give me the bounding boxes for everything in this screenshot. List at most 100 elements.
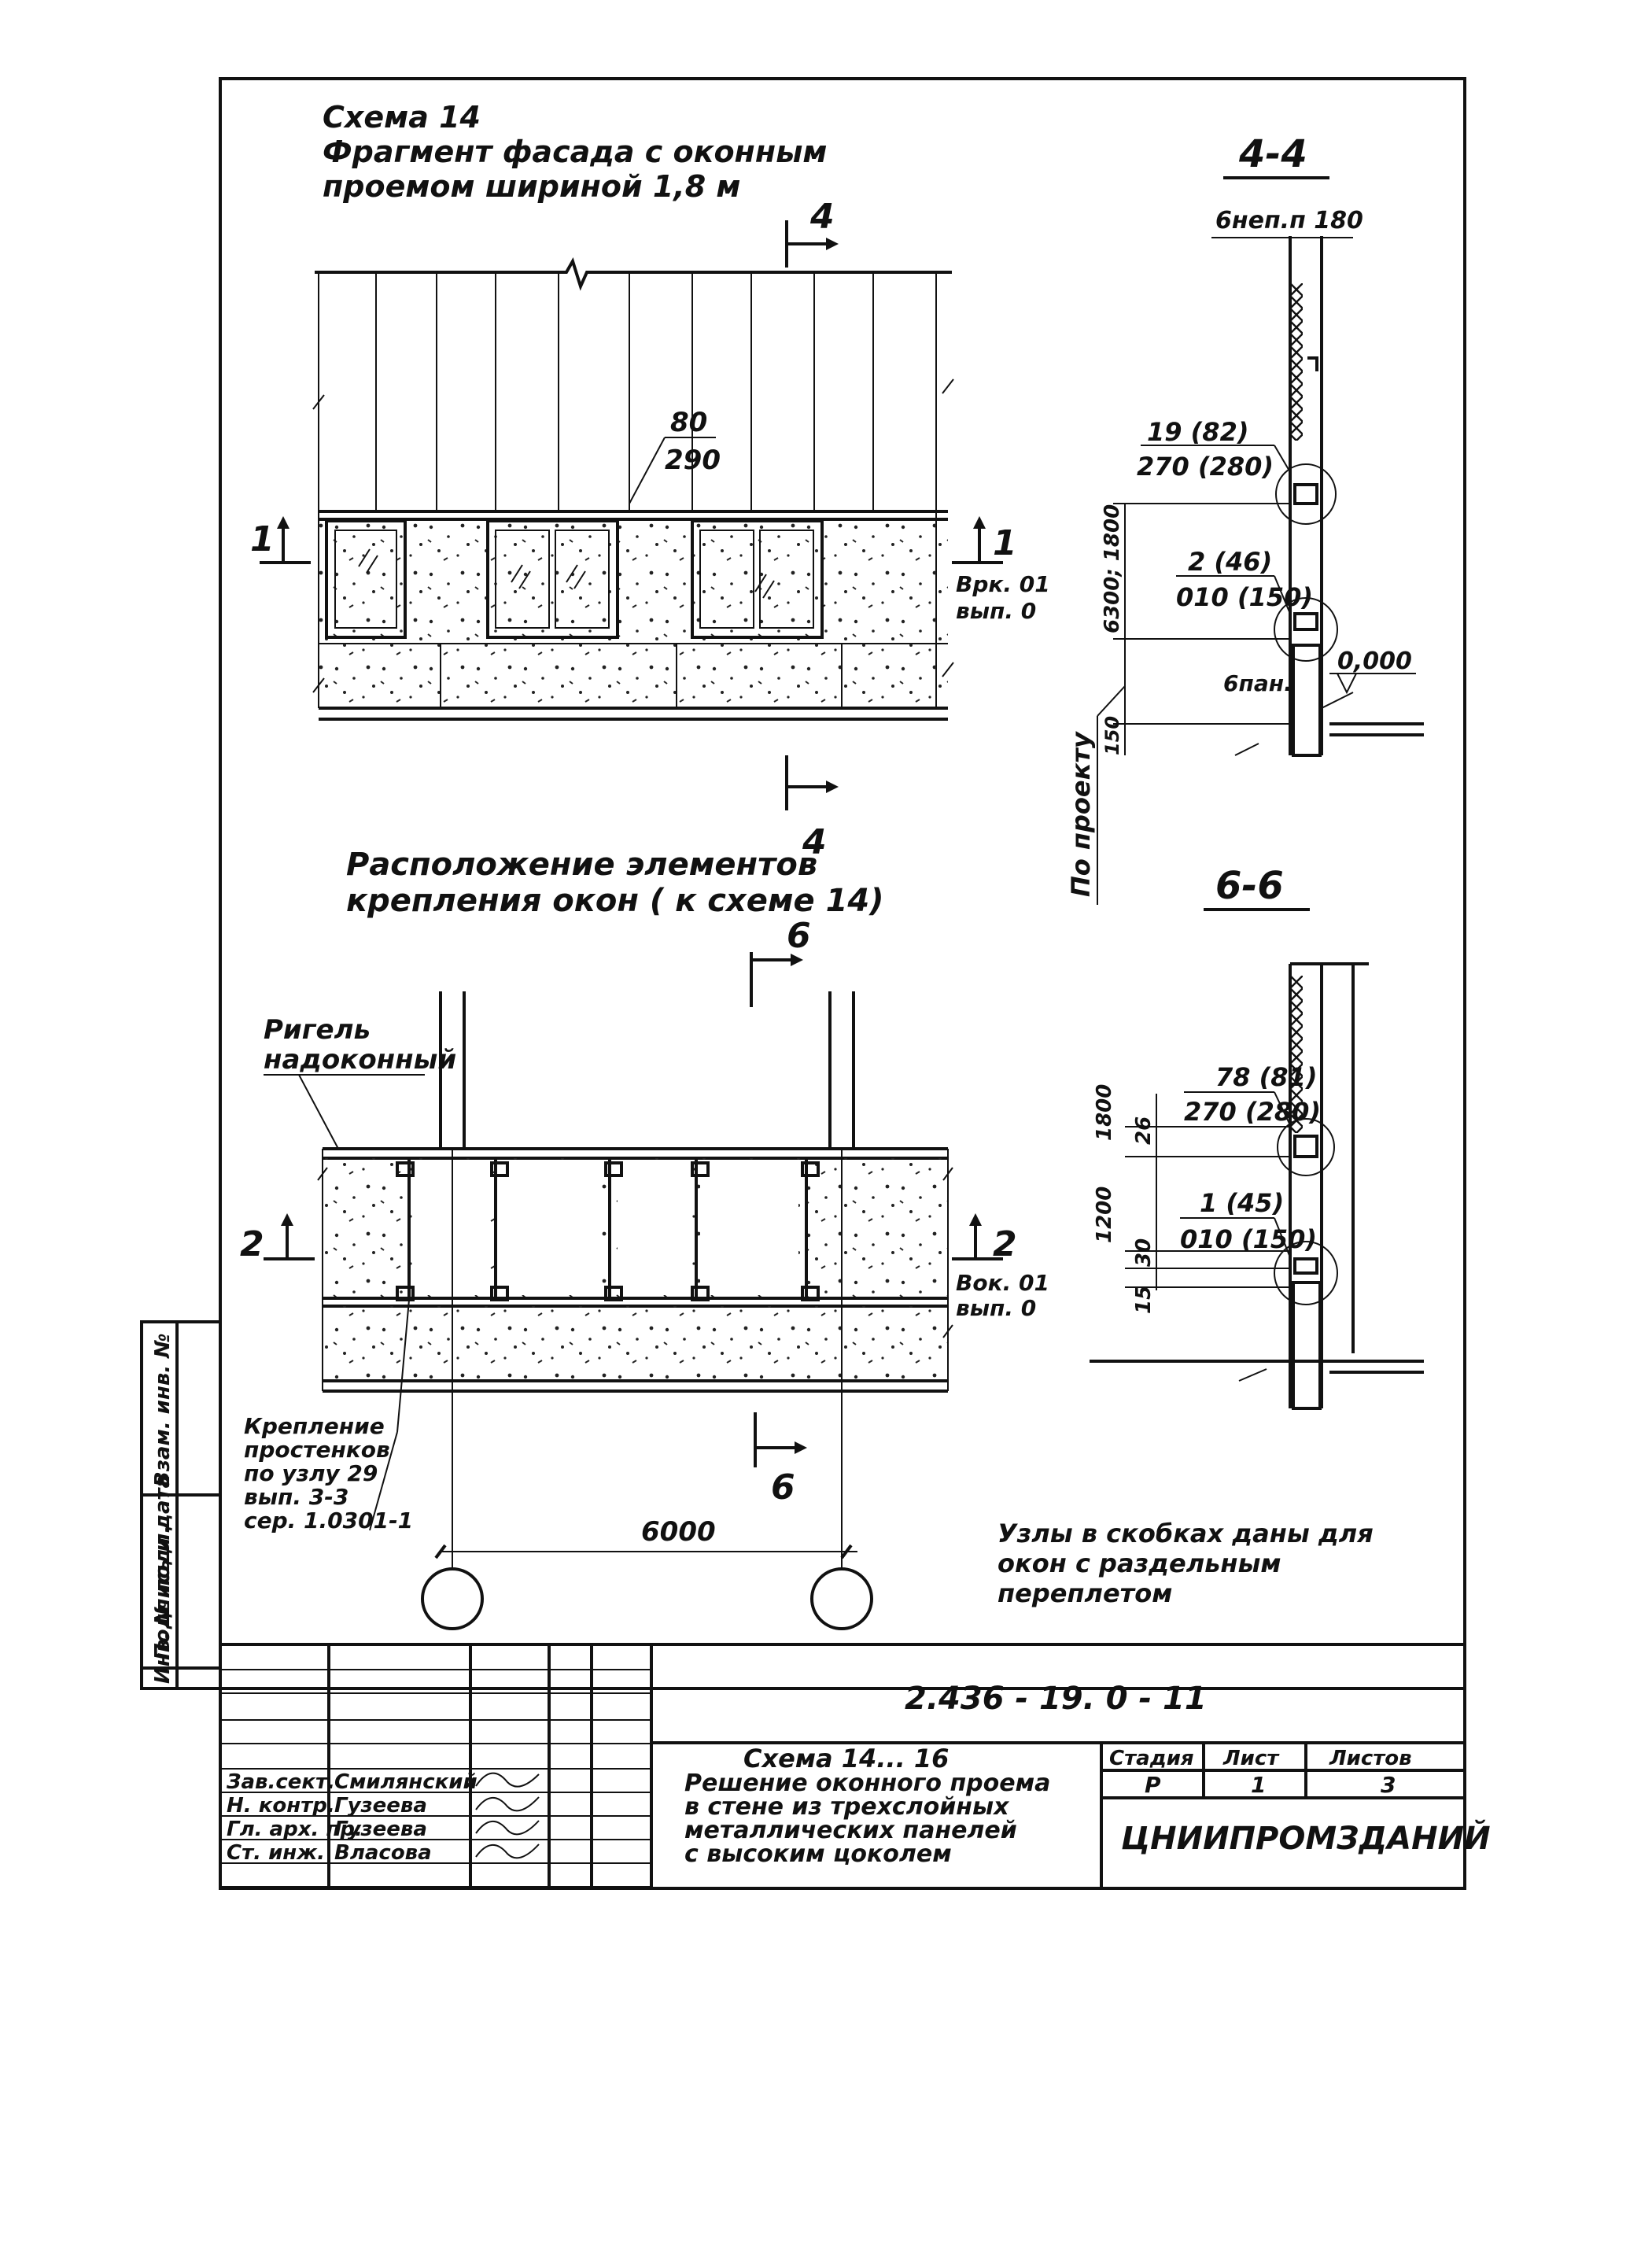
cut-6-bottom-label: 6 (771, 1467, 795, 1508)
stage-header: Стадия (1109, 1747, 1194, 1770)
stage-value: Р (1145, 1772, 1161, 1798)
cut-1-left-label: 1 (250, 519, 275, 559)
staff-name-3: Гузеева (334, 1818, 427, 1841)
s6-dim-a: 1800 (1093, 1084, 1116, 1141)
sheets-header: Листов (1329, 1747, 1412, 1770)
cut-1-right-marker: 1 (952, 516, 1017, 564)
axis-bubble-left (421, 1567, 484, 1630)
s4-node2-bottom: 010 (150) (1176, 582, 1313, 612)
staff-name-4: Власова (334, 1841, 432, 1865)
fastening-line-2: простенков (244, 1437, 390, 1463)
s6-node2-top: 1 (45) (1200, 1188, 1284, 1218)
layout-note-line1: Вок. 01 (956, 1270, 1049, 1296)
s4-node1-top: 19 (82) (1147, 417, 1248, 447)
s4-dim-small: 150 (1101, 716, 1123, 755)
section-4-4-top-note: 6неп.п 180 (1215, 207, 1363, 234)
staff-row-1: Зав.сект. Смилянский (226, 1770, 540, 1794)
s4-node1-bottom: 270 (280) (1137, 452, 1274, 482)
cut-4-bottom-marker: 4 (785, 755, 839, 862)
facade-window-3 (691, 519, 824, 639)
section-6-6-title: 6-6 (1215, 864, 1284, 908)
s6-dim-b: 26 (1132, 1116, 1156, 1145)
panel-mark-bottom: 290 (665, 445, 721, 476)
staff-role-1: Зав.сект. (226, 1770, 335, 1794)
sheet-frame (219, 77, 1466, 1690)
cut-2-right-label: 2 (993, 1224, 1017, 1264)
section-4-4: 4-4 6неп.п 180 19 (82) 270 (280) 2 (46) … (1066, 132, 1424, 905)
s6-node1-top: 78 (81) (1215, 1062, 1317, 1092)
title-line-1: Схема 14... 16 (743, 1744, 949, 1773)
footnote-line-1: Узлы в скобках даны для (997, 1519, 1374, 1548)
organization: ЦНИИПРОМЗДАНИЙ (1121, 1819, 1491, 1857)
staff-name-1: Смилянский (334, 1770, 478, 1794)
doc-code: 2.436 - 19. 0 - 11 (905, 1681, 1207, 1717)
layout-note-line2: вып. 0 (956, 1295, 1036, 1321)
facade-elevation: 4 4 80 290 1 1 Врк. 01 вып. (250, 197, 1050, 862)
scheme-title-line3: проемом шириной 1,8 м (323, 169, 740, 204)
sheet-value: 1 (1251, 1772, 1266, 1798)
staff-role-4: Ст. инж. (227, 1841, 325, 1865)
cut-4-bottom-label: 4 (802, 822, 827, 862)
footnote-line-2: окон с раздельным (997, 1548, 1281, 1578)
staff-row-4: Ст. инж. Власова (227, 1841, 540, 1865)
span-dimension-label: 6000 (641, 1516, 716, 1548)
s4-node2-top: 2 (46) (1188, 547, 1272, 577)
riegel-label-line1: Ригель (264, 1014, 371, 1046)
cut-1-right-label: 1 (993, 523, 1017, 563)
window-fastening-layout: 6 Ригель надоконный (240, 916, 1049, 1630)
sheet-header: Лист (1222, 1747, 1280, 1770)
axis-bubble-right (810, 1567, 873, 1630)
layout-title-line1: Расположение элементов (346, 847, 817, 883)
span-dimension: 6000 (421, 1448, 873, 1630)
title-block-body: 2.436 - 19. 0 - 11 Схема 14... 16 Решени… (219, 1643, 1491, 1890)
title-line-5: с высоким цоколем (684, 1840, 952, 1868)
facade-window-1 (325, 519, 407, 639)
title-line-3: в стене из трехслойных (684, 1793, 1010, 1821)
fastening-line-5: сер. 1.0301-1 (244, 1508, 413, 1533)
panel-mark-top: 80 (670, 407, 707, 438)
stamp-replaced-inv: Взам. инв. № (151, 1334, 175, 1488)
cut-2-left-label: 2 (240, 1224, 264, 1264)
cut-4-top-label: 4 (809, 197, 835, 237)
s6-node1-bottom: 270 (280) (1184, 1097, 1321, 1127)
scheme-title-line2: Фрагмент фасада с оконным (323, 135, 828, 169)
layout-title: Расположение элементов крепления окон ( … (346, 847, 884, 919)
s6-dim-d: 30 (1132, 1238, 1156, 1267)
footnote-line-3: переплетом (997, 1578, 1172, 1608)
cut-2-right-marker: 2 (952, 1213, 1017, 1264)
title-line-2: Решение оконного проема (684, 1770, 1050, 1797)
facade-note-line2: вып. 0 (956, 598, 1036, 624)
facade-note-line1: Врк. 01 (956, 571, 1050, 597)
s4-by-project: По проекту (1066, 731, 1096, 897)
cut-6-top-marker: 6 (750, 916, 811, 1007)
layout-title-line2: крепления окон ( к схеме 14) (346, 883, 884, 919)
s4-level: 0,000 (1337, 648, 1412, 675)
fastening-note: Крепление простенков по узлу 29 вып. 3-3… (244, 1299, 413, 1533)
stamp-signature-date: Подпись и дата (151, 1474, 175, 1660)
s6-dim-e: 15 (1132, 1286, 1156, 1314)
panel-mark: 80 290 (629, 407, 721, 504)
sheets-value: 3 (1381, 1772, 1396, 1798)
scheme-title-line1: Схема 14 (323, 100, 481, 135)
section-6-6: 6-6 78 (81) 270 (280) 1 (45) 010 (150) 1 (1090, 864, 1424, 1410)
cut-4-top-marker: 4 (785, 197, 839, 268)
staff-role-3: Гл. арх. пр. (227, 1818, 363, 1841)
s4-dim-vertical: 6300; 1800 (1101, 504, 1124, 633)
fastening-line-3: по узлу 29 (244, 1460, 378, 1486)
staff-row-3: Гл. арх. пр. Гузеева (227, 1818, 540, 1841)
section-4-4-title: 4-4 (1238, 132, 1307, 176)
footnote: Узлы в скобках даны для окон с раздельны… (997, 1519, 1374, 1608)
staff-row-2: Н. контр. Гузеева (227, 1794, 540, 1818)
staff-name-2: Гузеева (334, 1794, 427, 1818)
s4-bottom-note: 6пан. (1223, 670, 1292, 696)
facade-window-2 (486, 519, 619, 639)
scheme-title: Схема 14 Фрагмент фасада с оконным проем… (323, 100, 828, 204)
fastening-line-4: вып. 3-3 (244, 1484, 348, 1510)
side-stamp: Инв. № подл. Подпись и дата Взам. инв. № (140, 1320, 222, 1690)
staff-role-2: Н. контр. (227, 1794, 335, 1818)
cut-6-bottom-marker: 6 (754, 1412, 807, 1508)
stamp-inv-no: Инв. № подл. (151, 1526, 175, 1684)
cut-1-left-marker: 1 (250, 516, 311, 564)
title-line-4: металлических панелей (684, 1817, 1017, 1844)
